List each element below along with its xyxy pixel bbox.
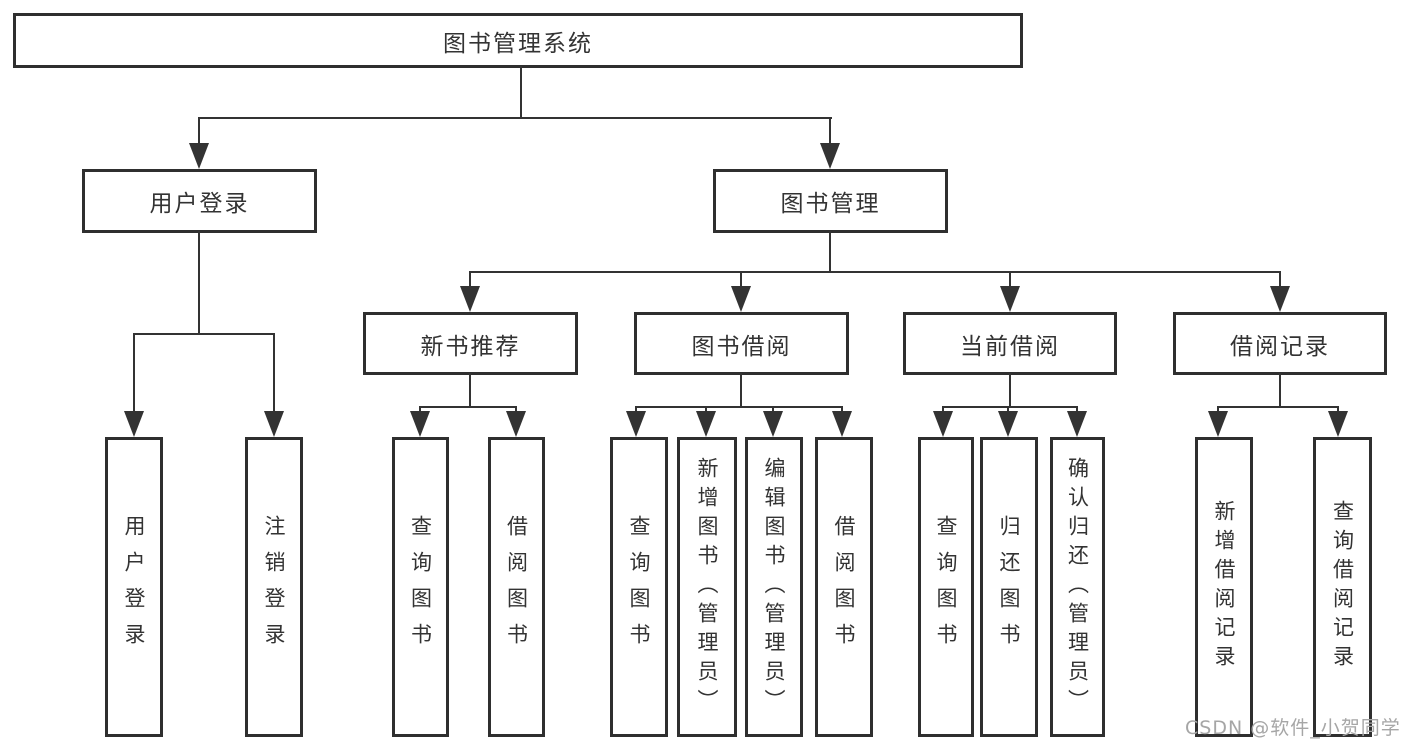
arrowhead-query-current [933,411,953,437]
leaf-query-borrow-record: 查询借阅记录 [1313,437,1372,737]
leaf-query-books-borrowing: 查询图书 [610,437,668,737]
leaf-user-login: 用户登录 [105,437,163,737]
connector-borrowing-records-branch [1217,406,1339,408]
connector-level3-branch [469,271,1281,273]
connector-drop-user-login [198,117,200,151]
arrowhead-borrow-book [832,411,852,437]
arrowhead-book-management [820,143,840,169]
arrowhead-query-record [1328,411,1348,437]
connector-current-borrowing-stem [1009,373,1011,407]
connector-drop-new-book [469,271,471,291]
connector-root-stem [520,66,522,118]
leaf-query-books-current: 查询图书 [918,437,974,737]
leaf-query-books-recommend: 查询图书 [392,437,449,737]
connector-drop-book-borrowing [740,271,742,291]
connector-book-borrowing-stem [740,373,742,407]
leaf-confirm-return-admin: 确认归还（管理员） [1050,437,1105,737]
leaf-edit-book-admin: 编辑图书（管理员） [745,437,803,737]
leaf-add-book-admin: 新增图书（管理员） [677,437,737,737]
arrowhead-new-book [460,286,480,312]
connector-drop-leaf-user-login [133,333,135,415]
connector-book-borrowing-branch [635,406,843,408]
node-library-management-system: 图书管理系统 [13,13,1023,68]
node-book-borrowing: 图书借阅 [634,312,849,375]
arrowhead-leaf-logout [264,411,284,437]
connector-borrowing-records-stem [1279,373,1281,407]
arrowhead-add-book [696,411,716,437]
connector-level2-branch [198,117,832,119]
connector-book-management-stem [829,231,831,272]
connector-new-book-stem [469,373,471,407]
connector-drop-current-borrowing [1009,271,1011,291]
node-current-borrowing: 当前借阅 [903,312,1117,375]
leaf-return-books: 归还图书 [980,437,1038,737]
connector-drop-book-management [829,117,831,151]
arrowhead-borrow-recommend [506,411,526,437]
leaf-add-borrow-record: 新增借阅记录 [1195,437,1253,737]
leaf-borrow-books-recommend: 借阅图书 [488,437,545,737]
arrowhead-borrowing-records [1270,286,1290,312]
arrowhead-leaf-user-login [124,411,144,437]
connector-drop-borrowing-records [1279,271,1281,291]
leaf-logout: 注销登录 [245,437,303,737]
leaf-borrow-books-borrowing: 借阅图书 [815,437,873,737]
connector-new-book-branch [419,406,517,408]
connector-current-borrowing-branch [942,406,1078,408]
arrowhead-book-borrowing [731,286,751,312]
arrowhead-add-record [1208,411,1228,437]
arrowhead-confirm-return [1067,411,1087,437]
node-new-book-recommendation: 新书推荐 [363,312,578,375]
connector-user-login-branch [133,333,275,335]
node-borrowing-records: 借阅记录 [1173,312,1387,375]
arrowhead-query-borrowing [626,411,646,437]
arrowhead-query-recommend [410,411,430,437]
connector-user-login-stem [198,231,200,335]
csdn-watermark: CSDN @软件_小贺同学 [1185,717,1401,739]
arrowhead-current-borrowing [1000,286,1020,312]
connector-drop-leaf-logout [273,333,275,415]
node-book-management: 图书管理 [713,169,948,233]
arrowhead-edit-book [763,411,783,437]
arrowhead-user-login [189,143,209,169]
node-user-login: 用户登录 [82,169,317,233]
arrowhead-return-books [998,411,1018,437]
